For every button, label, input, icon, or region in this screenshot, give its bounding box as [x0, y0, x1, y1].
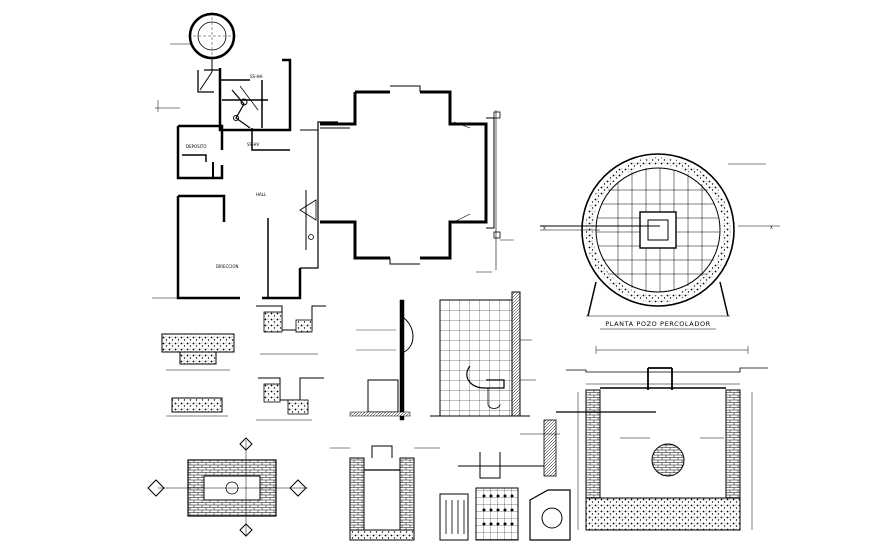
foundation-detail-1	[161, 333, 235, 371]
inspection-box-plan	[147, 437, 308, 537]
room-label-direction: DIRECCION	[216, 264, 238, 269]
restroom-block	[197, 58, 292, 151]
water-tank	[170, 12, 236, 91]
section-marker-left: X	[543, 226, 546, 231]
bathroom-elevation-1	[349, 299, 414, 421]
bathroom-elevation-2	[430, 291, 536, 417]
pipe-detail	[458, 419, 560, 479]
foundation-detail-4	[256, 377, 324, 421]
room-label-sshh-bottom: SS-HV	[247, 142, 260, 147]
section-marker-right: X	[770, 225, 773, 230]
room-label-hall: HALL	[256, 192, 267, 197]
foundation-detail-3	[166, 397, 228, 417]
percolation-well-section	[556, 346, 768, 531]
foundation-detail-2	[256, 305, 326, 355]
room-label-deposit: DEPOSITO	[186, 144, 206, 149]
floor-plan	[152, 12, 338, 300]
room-label-sshh-top: SS-HH	[250, 74, 263, 79]
percolation-well-plan	[540, 153, 780, 317]
floor-plan-labels: SS-HH SS-HV DEPOSITO HALL DIRECCION	[186, 74, 267, 269]
grate-details	[439, 487, 571, 541]
plan-title: PLANTA POZO PERCOLADOR	[605, 320, 711, 328]
inspection-box-section	[330, 445, 440, 541]
office-walls	[152, 100, 338, 300]
octagonal-room-plan	[320, 85, 514, 273]
